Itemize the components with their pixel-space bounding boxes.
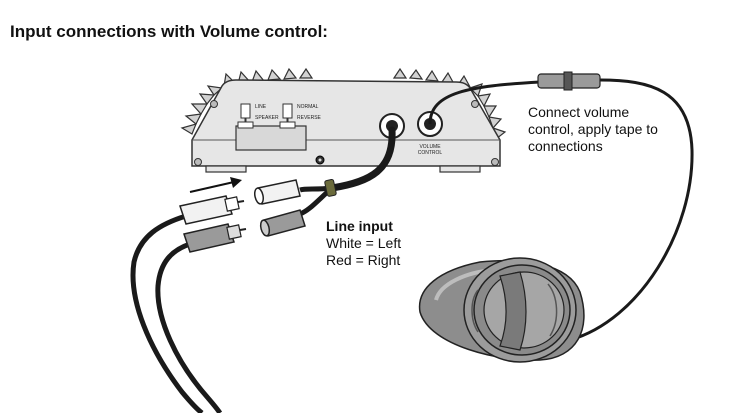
inline-connector: [537, 71, 601, 91]
switch1-bottom-label: SPEAKER: [255, 115, 279, 121]
input-mode-switch[interactable]: [237, 103, 254, 129]
line-input-heading: Line input: [326, 218, 393, 234]
line-input-cable: [298, 126, 396, 217]
line-input-left-channel: White = Left: [326, 235, 402, 251]
female-rca-white[interactable]: [253, 179, 301, 205]
female-rca-red[interactable]: [259, 209, 306, 237]
switch1-top-label: LINE: [255, 104, 267, 110]
source-cables: [130, 213, 223, 413]
volume-control-cable: [428, 71, 694, 342]
line-input-right-channel: Red = Right: [326, 252, 401, 268]
switch2-top-label: NORMAL: [297, 104, 319, 110]
knob-grip: [499, 271, 527, 351]
phase-switch[interactable]: [279, 103, 296, 129]
line-input-note: Line input White = Left Red = Right: [326, 218, 446, 269]
switch2-bottom-label: REVERSE: [297, 115, 322, 121]
tape-wrap: [324, 179, 337, 197]
volume-label-line2: CONTROL: [418, 150, 443, 156]
amp-foot-right: [439, 165, 481, 173]
insert-arrow-icon: [189, 177, 242, 193]
amplifier: LINE SPEAKER NORMAL REVERSE VOLUME CONTR…: [180, 67, 507, 173]
page-title: Input connections with Volume control:: [10, 22, 328, 41]
volume-label-line1: VOLUME: [419, 144, 441, 150]
heatsink-fins-left: [180, 85, 224, 135]
volume-instruction-note: Connect volume control, apply tape to co…: [528, 104, 658, 154]
volume-knob[interactable]: [418, 257, 585, 363]
amp-foot-left: [205, 165, 247, 173]
switch-panel: [235, 125, 307, 151]
male-rca-white[interactable]: [179, 195, 245, 225]
male-rca-red[interactable]: [183, 223, 247, 253]
amp-screws: [194, 100, 499, 166]
